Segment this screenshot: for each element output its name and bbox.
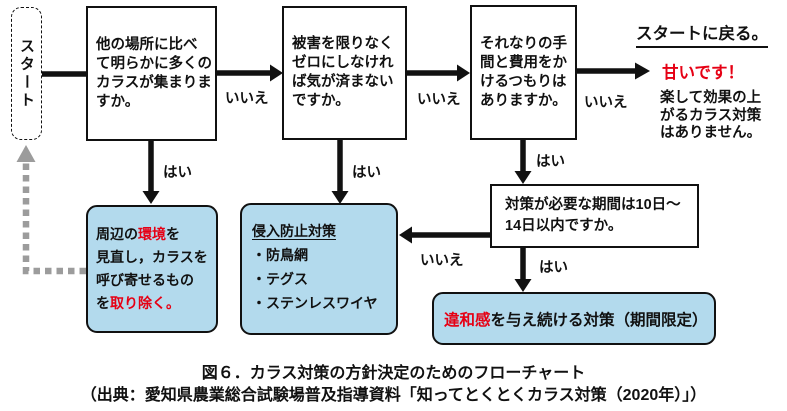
arrowhead-q2-q3 [457, 64, 470, 82]
edge-label-yes-3: はい [536, 154, 565, 170]
arrowhead-q2-prevention [331, 191, 349, 204]
action-intrusion-prevention: 侵入防止対策 ・防鳥網 ・テグス ・ステンレスワイヤ [240, 203, 398, 335]
decision-many-crows-text: 他の場所に比べ て明らかに多くの カラスが集まりま すか。 [96, 36, 212, 110]
decision-effort-cost-text: それなりの手 間と費用をか けるつもりは ありますか。 [480, 35, 567, 109]
edge-label-no-2: いいえ [417, 92, 461, 108]
edge-label-yes-4: はい [539, 260, 568, 276]
review-text-red-kankyo: 環境 [138, 226, 166, 242]
arrowhead-q4-limited [514, 279, 532, 292]
return-note-body: 楽して効果の上 がるカラス対策 はありません。 [660, 90, 762, 141]
prevention-title: 侵入防止対策 [252, 223, 336, 239]
decision-zero-damage: 被害を限りなく ゼロにしなけれ ば気が済まない ですか。 [282, 6, 407, 140]
arrowhead-q1-q2 [270, 64, 283, 82]
arrowhead-q1-review [142, 191, 160, 204]
arrowhead-q3-q4 [514, 171, 532, 184]
arrowhead-q3-return [635, 62, 650, 80]
decision-many-crows: 他の場所に比べ て明らかに多くの カラスが集まりま すか。 [86, 6, 217, 141]
prevention-item-tegusu: ・テグス [252, 271, 308, 287]
figure-caption-title: 図６．カラス対策の方針決定のためのフローチャート [201, 365, 586, 382]
action-limited-period-discomfort: 違和感を与え続ける対策（期間限定） [432, 292, 716, 345]
arrowhead-q4-prevention [399, 226, 412, 244]
figure-caption: 図６．カラス対策の方針決定のためのフローチャート （出典：愛知県農業総合試験場普… [0, 363, 787, 406]
start-node: スタート [11, 7, 42, 140]
limited-text-red-iwakan: 違和感 [444, 311, 491, 329]
action-review-environment-text: 周辺の環境を 見直し，カラスを 呼び寄せるもの を取り除く。 [88, 223, 208, 315]
edge-label-no-3: いいえ [584, 95, 628, 111]
return-note: スタートに戻る。 甘いです！ 楽して効果の上 がるカラス対策 はありません。 [636, 20, 786, 143]
loop-review-start [22, 161, 86, 275]
action-review-environment: 周辺の環境を 見直し，カラスを 呼び寄せるもの を取り除く。 [86, 205, 218, 333]
limited-text-rest: を与え続ける対策（期間限定） [490, 311, 708, 329]
prevention-item-bird-net: ・防鳥網 [252, 247, 308, 263]
review-text-pre: 周辺の [96, 226, 138, 242]
edge-label-yes-1: はい [163, 165, 192, 181]
start-label: スタート [18, 37, 35, 110]
return-note-warning: 甘いです！ [662, 64, 745, 82]
decision-period-text: 対策が必要な期間は10日～ 14日以内ですか。 [505, 197, 681, 234]
edge-label-yes-2: はい [352, 165, 381, 181]
review-text-mid: を 見直し，カラスを 呼び寄せるもの を [96, 226, 208, 311]
decision-period-10-14-days: 対策が必要な期間は10日～ 14日以内ですか。 [490, 184, 699, 248]
edge-label-no-1: いいえ [225, 91, 269, 107]
decision-zero-damage-text: 被害を限りなく ゼロにしなけれ ば気が済まない ですか。 [292, 36, 394, 109]
prevention-item-stainless-wire: ・ステンレスワイヤ [252, 295, 378, 311]
return-note-heading: スタートに戻る。 [636, 20, 768, 48]
arrowhead-loop-start [16, 145, 36, 162]
action-limited-period-text: 違和感を与え続ける対策（期間限定） [434, 308, 708, 330]
figure-caption-source: （出典：愛知県農業総合試験場普及指導資料「知ってとくとくカラス対策（2020年）… [80, 386, 707, 404]
review-text-red-remove: 取り除く。 [110, 295, 180, 311]
decision-effort-cost: それなりの手 間と費用をか けるつもりは ありますか。 [470, 5, 577, 140]
edge-label-no-4: いいえ [420, 253, 464, 269]
